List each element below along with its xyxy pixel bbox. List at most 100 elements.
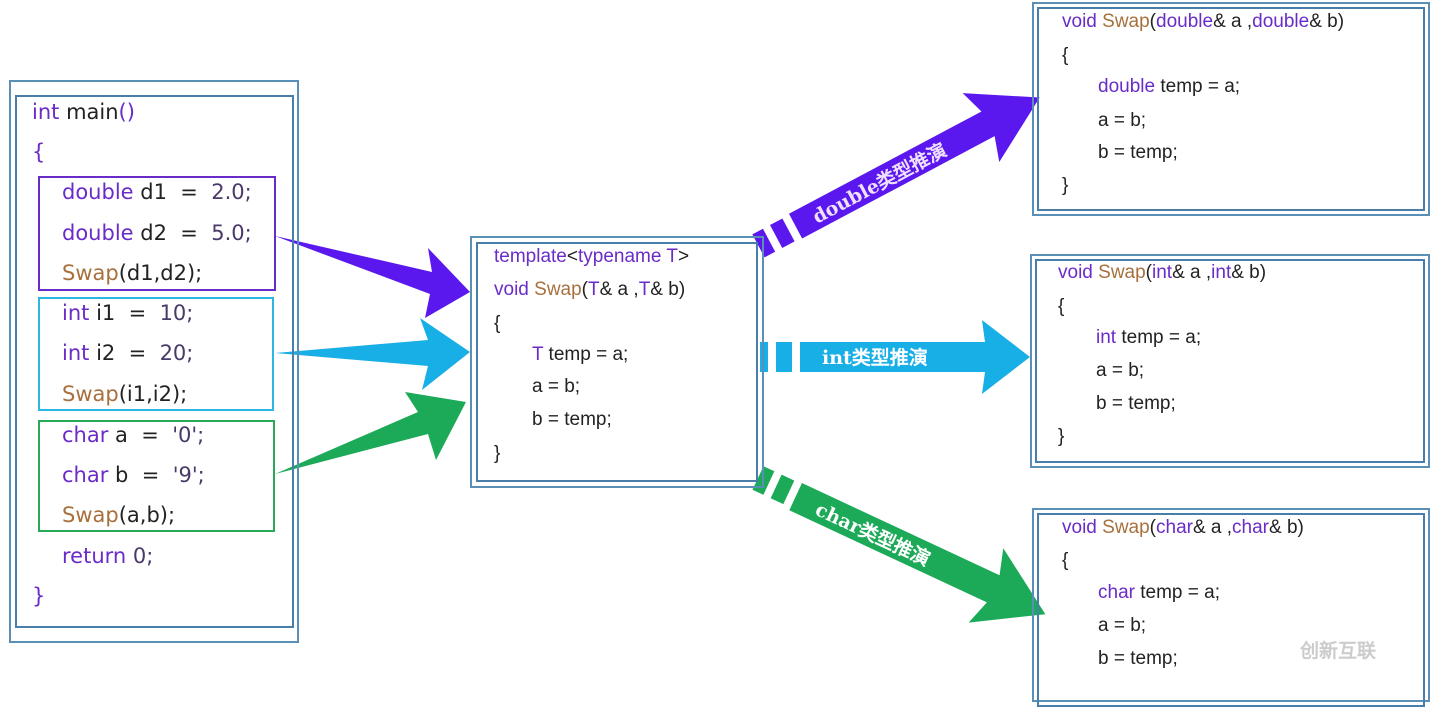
code-line: void Swap(int& a ,int& b): [1058, 262, 1266, 284]
code-token: void: [1062, 11, 1103, 32]
code-token: }: [1058, 426, 1065, 447]
code-line: Swap(i1,i2);: [62, 382, 187, 406]
code-line: Swap(d1,d2);: [62, 261, 202, 285]
char-call-arrow: [275, 392, 466, 474]
code-token: 20;: [159, 341, 194, 365]
code-token: int: [62, 341, 97, 365]
code-token: typename: [577, 246, 667, 267]
code-token: temp = a;: [1121, 327, 1202, 348]
double-group-box: [38, 176, 276, 291]
code-token: (d1,d2);: [118, 261, 203, 285]
code-line: {: [494, 313, 500, 335]
code-token: }: [1062, 175, 1069, 196]
code-line: return 0;: [62, 544, 153, 568]
code-token: & b): [1309, 11, 1345, 32]
code-token: T: [666, 246, 678, 267]
code-token: }: [494, 443, 501, 464]
code-token: double: [1252, 11, 1310, 32]
code-token: b = temp;: [1098, 142, 1178, 163]
code-token: Swap: [1102, 11, 1150, 32]
code-token: int: [1152, 262, 1173, 283]
code-line: Swap(a,b);: [62, 503, 175, 527]
code-token: 5.0;: [211, 221, 252, 245]
code-token: & a ,: [1172, 262, 1212, 283]
code-token: double: [1098, 76, 1161, 97]
code-line: double d1 = 2.0;: [62, 180, 252, 204]
int-group-box: [38, 297, 274, 411]
code-token: double: [62, 221, 141, 245]
code-token: int: [1211, 262, 1232, 283]
code-line: int main(): [32, 100, 135, 124]
char-deduction-arrow: char类型推演: [752, 466, 1046, 623]
code-token: T: [532, 344, 549, 365]
code-line: a = b;: [1096, 360, 1144, 382]
code-line: void Swap(char& a ,char& b): [1062, 517, 1304, 539]
char-group-box: [38, 420, 275, 532]
code-token: (: [1145, 262, 1152, 283]
main-inner-frame: [15, 95, 294, 628]
code-token: {: [1062, 550, 1069, 571]
template-panel: [470, 236, 764, 488]
code-token: temp = a;: [548, 344, 629, 365]
int-inner-frame: [1035, 259, 1425, 463]
code-token: {: [32, 140, 46, 164]
code-token: main: [66, 100, 119, 124]
code-line: }: [32, 584, 45, 608]
code-token: }: [32, 584, 46, 608]
code-line: b = temp;: [532, 409, 612, 431]
watermark-logo: 创新互联: [1300, 641, 1377, 662]
code-token: & a ,: [1213, 11, 1253, 32]
code-token: (: [1149, 517, 1156, 538]
code-token: {: [1058, 296, 1065, 317]
code-line: void Swap(double& a ,double& b): [1062, 11, 1344, 33]
double-deduction-arrow: double类型推演: [752, 93, 1040, 258]
code-token: char: [62, 423, 116, 447]
code-token: & a ,: [599, 279, 639, 300]
code-token: '9';: [172, 463, 205, 487]
code-token: <: [566, 246, 578, 267]
code-line: a = b;: [1098, 615, 1146, 637]
code-line: int temp = a;: [1096, 327, 1201, 349]
code-line: char temp = a;: [1098, 582, 1220, 604]
code-token: a = b;: [532, 376, 581, 397]
code-line: template<typename T>: [494, 246, 689, 268]
code-token: Swap: [1098, 262, 1146, 283]
code-token: d1 =: [140, 180, 212, 204]
code-token: (): [118, 100, 135, 124]
code-token: (: [581, 279, 588, 300]
code-token: b =: [115, 463, 173, 487]
code-token: a = b;: [1098, 615, 1147, 636]
code-line: {: [32, 140, 45, 164]
code-token: d2 =: [140, 221, 212, 245]
code-token: int: [1096, 327, 1122, 348]
code-line: double temp = a;: [1098, 76, 1240, 98]
code-line: char b = '9';: [62, 463, 205, 487]
code-line: double d2 = 5.0;: [62, 221, 252, 245]
code-line: {: [1058, 296, 1064, 318]
code-line: int i1 = 10;: [62, 301, 193, 325]
code-line: }: [494, 443, 500, 465]
code-token: (i1,i2);: [118, 382, 188, 406]
code-line: b = temp;: [1098, 142, 1178, 164]
code-token: char: [1156, 517, 1193, 538]
code-line: b = temp;: [1096, 393, 1176, 415]
int-result-panel: [1030, 254, 1430, 468]
code-line: char a = '0';: [62, 423, 204, 447]
code-line: {: [1062, 45, 1068, 67]
code-line: int i2 = 20;: [62, 341, 193, 365]
code-line: a = b;: [1098, 110, 1146, 132]
code-token: T: [638, 279, 651, 300]
code-token: b = temp;: [532, 409, 612, 430]
code-token: double: [1156, 11, 1214, 32]
code-token: int: [62, 301, 97, 325]
code-token: {: [1062, 45, 1069, 66]
code-token: b = temp;: [1098, 648, 1178, 669]
code-token: int: [32, 100, 67, 124]
code-token: T: [588, 279, 600, 300]
code-token: & b): [1231, 262, 1267, 283]
code-token: char: [62, 463, 116, 487]
char-deduction-label: char类型推演: [812, 498, 934, 571]
double-call-arrow: [275, 236, 470, 318]
code-line: a = b;: [532, 376, 580, 398]
code-token: void: [1058, 262, 1099, 283]
